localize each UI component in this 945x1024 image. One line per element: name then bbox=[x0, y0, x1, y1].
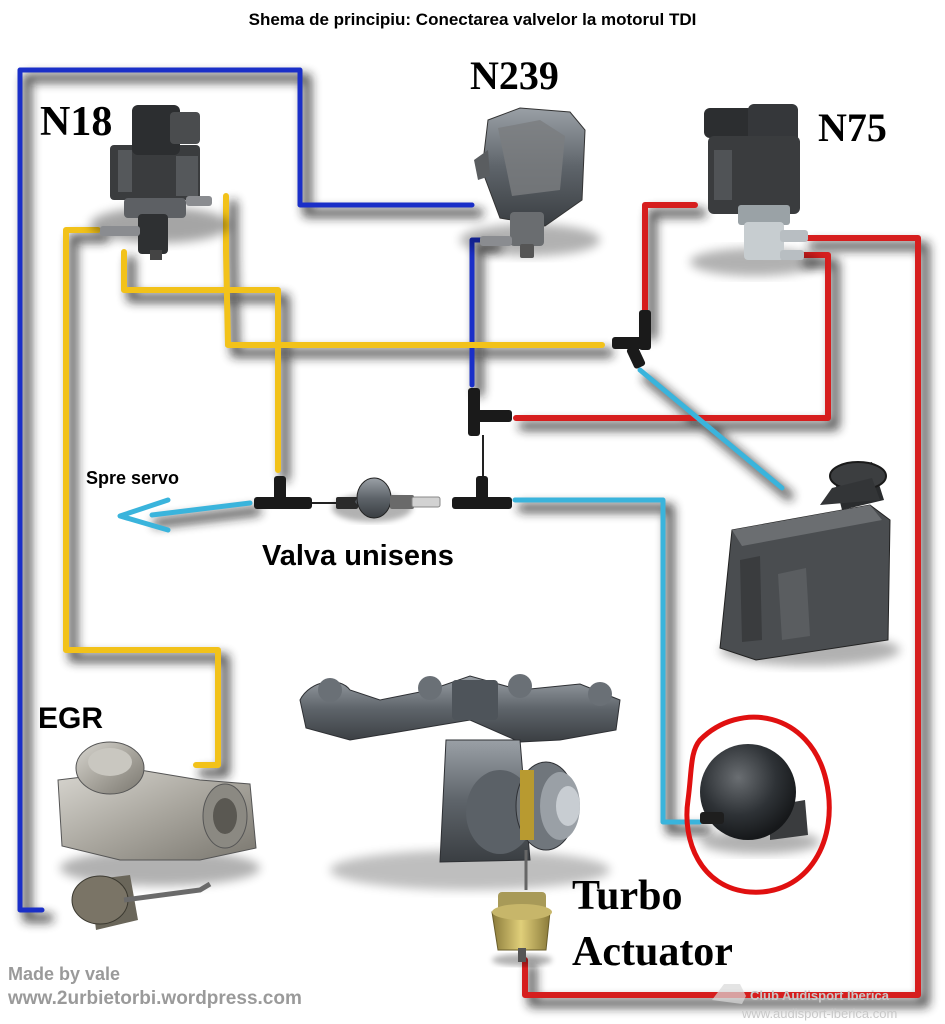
n239-label: N239 bbox=[470, 53, 559, 98]
yellow-hose-n18-to-egr bbox=[63, 227, 221, 768]
n18-label: N18 bbox=[40, 99, 113, 145]
valva-unisens-label: Valva unisens bbox=[262, 540, 454, 572]
n75-label: N75 bbox=[818, 105, 887, 150]
cyan-hose-tee-to-airbox bbox=[637, 367, 785, 491]
diagram-title: Shema de principiu: Conectarea valvelor … bbox=[248, 10, 697, 29]
tee-connector-icon bbox=[468, 388, 512, 436]
n239-valve-icon bbox=[460, 107, 600, 258]
website-credit: www.2urbietorbi.wordpress.com bbox=[8, 988, 302, 1009]
unisens-valve-icon bbox=[332, 477, 441, 522]
watermark-club: Club Audisport Iberica bbox=[750, 988, 889, 1003]
air-filter-box-icon bbox=[719, 461, 900, 666]
cyan-hoses bbox=[149, 367, 785, 825]
actuator-label: Actuator bbox=[572, 929, 733, 975]
watermark-url: www.audisport-iberica.com bbox=[742, 1006, 898, 1021]
cyan-hose-to-servo bbox=[149, 500, 253, 518]
vacuum-reservoir-icon bbox=[700, 744, 820, 854]
author-credit: Made by vale bbox=[8, 964, 121, 984]
highlight-marker-outline bbox=[684, 714, 832, 895]
n18-valve-icon bbox=[90, 105, 230, 260]
yellow-hose-n18-to-servo-tee bbox=[121, 249, 281, 473]
red-hose-tee-to-n75 bbox=[642, 202, 698, 331]
tee-connector-icon bbox=[612, 310, 651, 369]
servo-arrow-icon bbox=[117, 497, 171, 533]
n75-valve-icon bbox=[690, 104, 820, 276]
egr-valve-icon bbox=[57, 741, 260, 930]
turbo-actuator-icon bbox=[491, 892, 552, 966]
tee-connector-icon bbox=[452, 476, 512, 509]
tee-connector-icon bbox=[254, 476, 312, 509]
blue-hose-egr-to-n239 bbox=[17, 67, 475, 913]
turbocharger-icon bbox=[299, 674, 621, 890]
watermark-car-icon bbox=[712, 984, 746, 1004]
black-hoses bbox=[312, 435, 484, 504]
turbo-label: Turbo bbox=[572, 873, 683, 919]
spre-servo-label: Spre servo bbox=[86, 468, 180, 488]
egr-label: EGR bbox=[38, 702, 104, 735]
red-hose-n75-to-tee bbox=[513, 252, 831, 421]
red-hose-n75-to-turbo-actuator bbox=[522, 235, 921, 998]
cyan-hose-tee-to-vacuum-reservoir bbox=[512, 497, 703, 825]
red-hoses bbox=[513, 202, 921, 998]
